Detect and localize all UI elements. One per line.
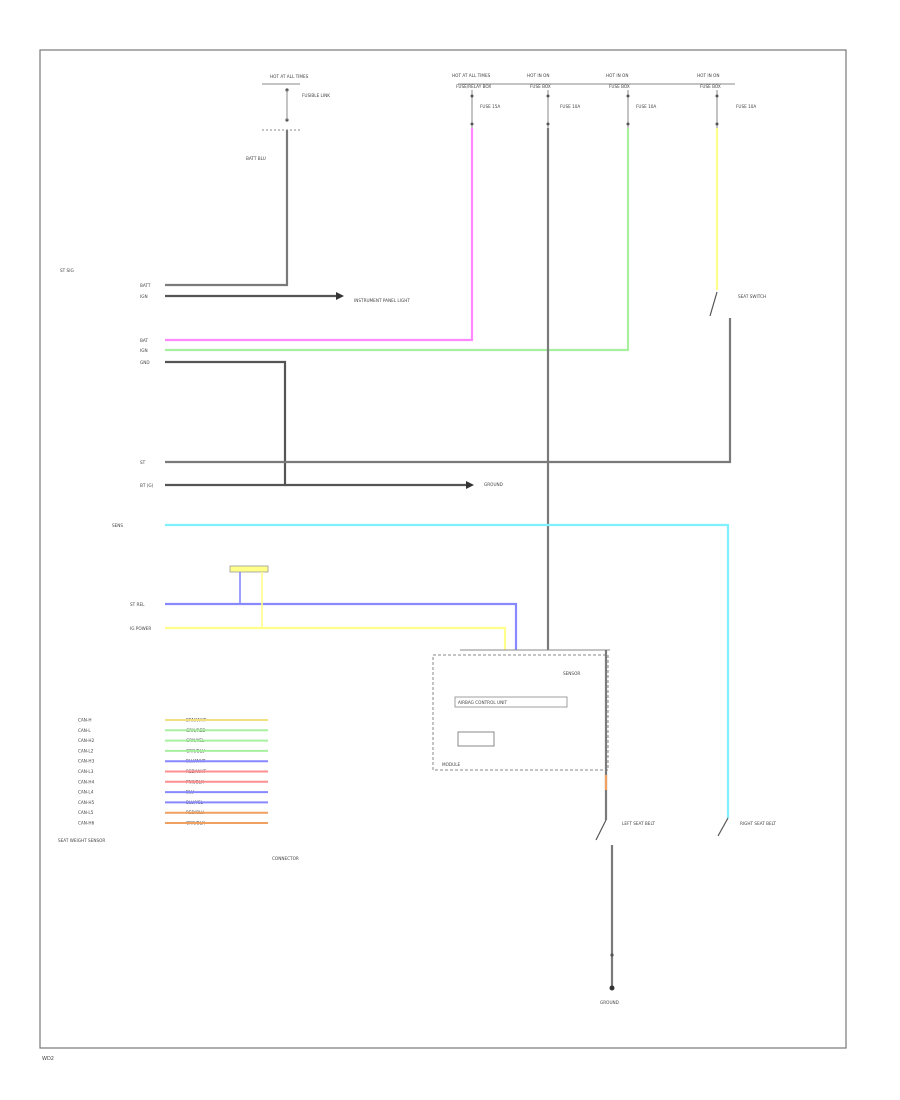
fuse3-desc: FUSE 10A — [636, 104, 656, 109]
fuse-dot — [715, 122, 719, 126]
fuse4-desc: FUSE 10A — [736, 104, 756, 109]
fuse3-head: HOT IN ON — [606, 73, 628, 78]
arrow-icon — [466, 481, 474, 489]
switch-icon — [595, 819, 607, 841]
input-list-label: CAN-L — [78, 728, 91, 733]
instrument-panel-note: INSTRUMENT PANEL LIGHT — [354, 298, 410, 303]
input-list-label: CAN-H3 — [78, 759, 95, 764]
left-label: BAT — [140, 338, 148, 343]
input-list-label: CAN-H5 — [78, 800, 95, 805]
fuse1-sub: FUSE/RELAY BOX — [456, 84, 491, 89]
seat-switch-note: SEAT SWITCH — [738, 294, 766, 299]
left-label: ST SIG — [60, 268, 74, 273]
fuse-box-row: HOT AT ALL TIMES FUSE/RELAY BOX FUSE 15A… — [452, 73, 756, 128]
center-module: AIRBAG CONTROL UNIT MODULE SENSOR — [432, 649, 610, 771]
bottom-right-right-note: RIGHT SEAT BELT — [740, 821, 776, 826]
top-left-head: HOT AT ALL TIMES — [270, 74, 309, 79]
fuse-dot — [470, 94, 474, 98]
ground-icon — [609, 985, 615, 991]
left-label: IG POWER — [130, 626, 151, 631]
wire-black-switch — [165, 318, 732, 464]
input-list-label: CAN-H — [78, 718, 92, 723]
switch-icon — [717, 817, 729, 837]
fuse2-desc: FUSE 10A — [560, 104, 580, 109]
input-list-label: CAN-L5 — [78, 810, 94, 815]
fuse-dot — [626, 94, 630, 98]
wire-cyan — [165, 523, 730, 818]
module-box — [432, 654, 609, 771]
left-label: IGN — [140, 294, 148, 299]
top-left-desc: FUSIBLE LINK — [302, 93, 330, 98]
module-label-box — [454, 696, 568, 708]
left-label: IGN — [140, 348, 148, 353]
module-sub: MODULE — [442, 762, 461, 767]
fuse-dot — [546, 94, 550, 98]
fuse4-head: HOT IN ON — [697, 73, 719, 78]
fuse4-sub: FUSE BOX — [700, 84, 721, 89]
bottom-right-left-note: LEFT SEAT BELT — [622, 821, 655, 826]
arrow-icon — [336, 292, 344, 300]
left-label: BT (G) — [140, 483, 154, 488]
fuse-dot — [626, 122, 630, 126]
module-chip — [457, 731, 495, 747]
top-left-fusible-block: HOT AT ALL TIMES FUSIBLE LINK BATT BLU — [246, 74, 330, 161]
module-title: AIRBAG CONTROL UNIT — [458, 700, 507, 705]
bottom-ground-note: GROUND — [600, 1000, 619, 1005]
wire-black-top — [165, 130, 289, 287]
switch-icon — [709, 291, 718, 317]
fuse-dot — [715, 94, 719, 98]
diagram-border — [39, 49, 847, 1049]
fuse3-sub: FUSE BOX — [609, 84, 630, 89]
fuse2-head: HOT IN ON — [527, 73, 549, 78]
module-label: SENSOR — [563, 671, 580, 676]
bottom-left-note: SEAT WEIGHT SENSOR — [58, 838, 105, 843]
left-label: ST REL — [130, 602, 145, 607]
fuse2-sub: FUSE BOX — [530, 84, 551, 89]
fuse-dot — [546, 122, 550, 126]
wire-black-left — [165, 360, 287, 487]
wire-green — [165, 128, 630, 352]
top-left-wire: BATT BLU — [246, 156, 266, 161]
wire-blue — [165, 602, 518, 650]
splice-dot — [610, 953, 614, 957]
wire-yellow-lower — [165, 626, 507, 650]
bottom-center-note: CONNECTOR — [272, 856, 299, 861]
input-list-label: CAN-L2 — [78, 748, 94, 753]
wire-pink — [165, 128, 474, 342]
ground-point-note: GROUND — [484, 482, 503, 487]
input-list-label: CAN-H2 — [78, 738, 95, 743]
left-label: GND — [140, 360, 150, 365]
connector-header — [229, 565, 269, 573]
left-label: SENS — [112, 523, 123, 528]
left-label: BATT — [140, 283, 151, 288]
fuse1-head: HOT AT ALL TIMES — [452, 73, 491, 78]
footer-code: WD2 — [42, 1056, 54, 1062]
input-list-label: CAN-H6 — [78, 821, 95, 826]
input-list-label: CAN-H4 — [78, 779, 95, 784]
left-label: ST — [140, 460, 146, 465]
input-list: CAN-HBRN/WHTCAN-LGRN/REDCAN-H2GRN/YELCAN… — [78, 718, 268, 826]
fuse1-desc: FUSE 15A — [480, 104, 500, 109]
fuse-dot — [470, 122, 474, 126]
left-connector-labels: BATT IGN BAT IGN GND ST BT (G) SENS ST R… — [60, 268, 154, 631]
input-list-label: CAN-L3 — [78, 769, 94, 774]
input-list-label: CAN-L4 — [78, 790, 94, 795]
